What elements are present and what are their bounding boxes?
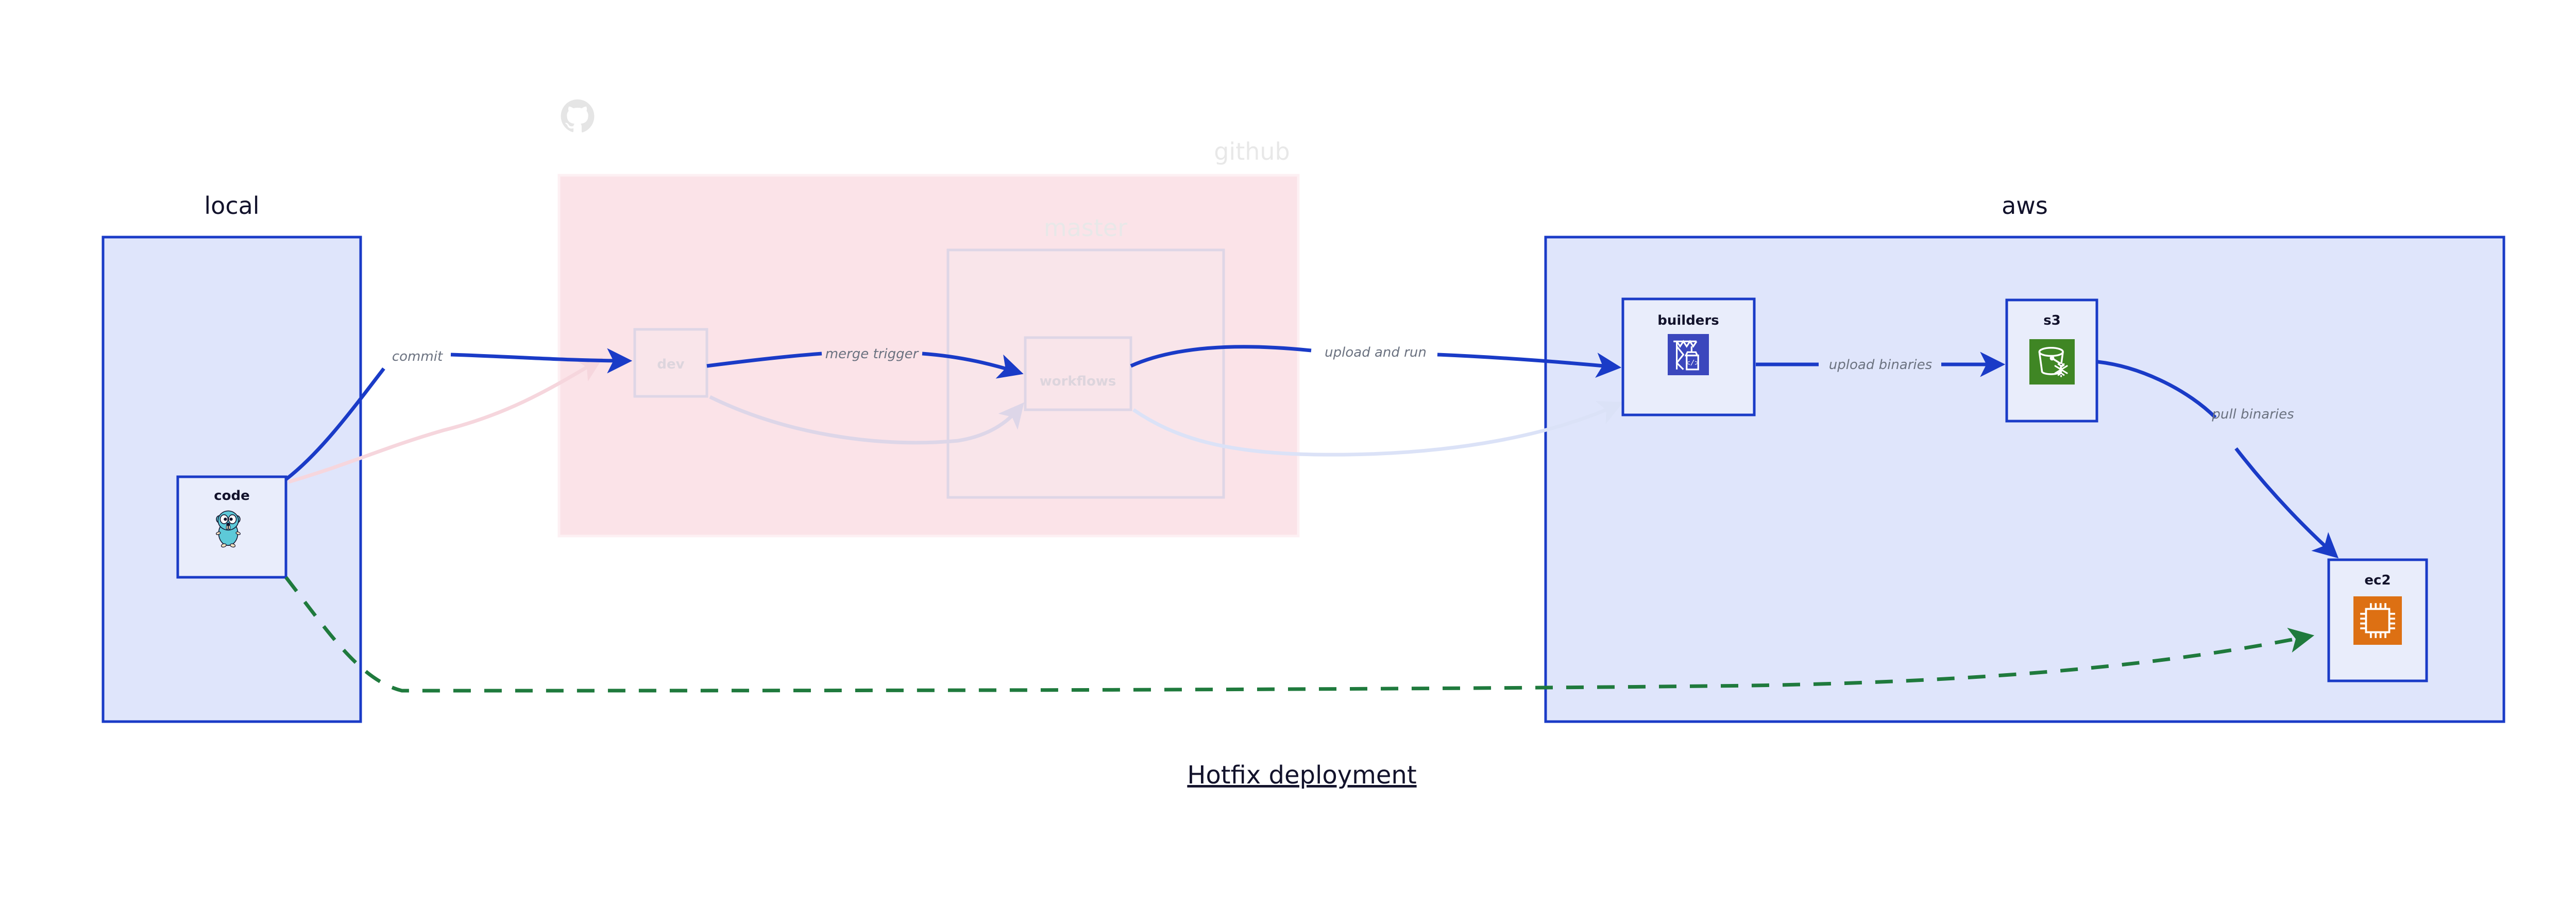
edge-dev-lead [706,352,822,368]
node-workflows-label: workflows [1040,374,1116,389]
github-octocat-icon [561,99,595,132]
edge-code-dev-faint [288,357,603,484]
node-s3-label: s3 [2043,313,2061,328]
cluster-local-label: local [204,192,259,220]
edge-workflows-builders-faint [1132,401,1624,457]
aws-codebuild-icon [1667,333,1710,376]
node-workflows-box[interactable] [1024,336,1132,411]
node-builders-label: builders [1657,313,1719,328]
edge-label-pull-binaries: pull binaries [2211,407,2294,422]
cluster-github-label: github [1214,138,1290,165]
node-ec2-label: ec2 [2364,573,2391,588]
cluster-master-label: master [1044,214,1127,242]
edge-dev-workflows-faint [709,395,1024,445]
node-dev[interactable]: dev [633,328,708,398]
node-builders[interactable]: builders [1621,297,1756,416]
edge-workflows-lead [1130,345,1312,368]
edge-dev-workflows [922,352,1024,379]
cluster-local[interactable]: local [101,192,362,723]
diagram-title: Hotfix deployment [1187,761,1416,790]
edge-s3-ec2 [2234,447,2339,559]
aws-ec2-icon [2352,595,2403,646]
node-s3[interactable]: s3 [2005,298,2098,423]
edge-label-upload-binaries: upload binaries [1829,357,1932,373]
edge-label-upload-and-run: upload and run [1325,345,1427,360]
cluster-aws-label: aws [2002,192,2048,220]
node-code[interactable]: code [176,475,287,579]
edge-code-commit-lead [284,367,385,481]
highlighted-edges: commit merge trigger upload and run uplo… [284,345,2339,693]
node-ec2[interactable]: ec2 [2327,558,2428,682]
aws-s3-glacier-icon [2028,338,2076,386]
node-workflows[interactable]: workflows [1024,336,1132,411]
edge-code-ec2-hotfix [284,576,2315,693]
faint-edges [288,357,1624,484]
edge-code-dev [450,348,633,374]
node-dev-box[interactable] [633,328,708,398]
edge-label-merge-trigger: merge trigger [825,346,920,362]
edge-label-commit: commit [392,349,443,364]
node-dev-label: dev [657,357,684,372]
edge-s3-lead [2097,360,2217,419]
node-code-label: code [214,488,250,504]
edge-workflows-builders [1437,353,1622,378]
